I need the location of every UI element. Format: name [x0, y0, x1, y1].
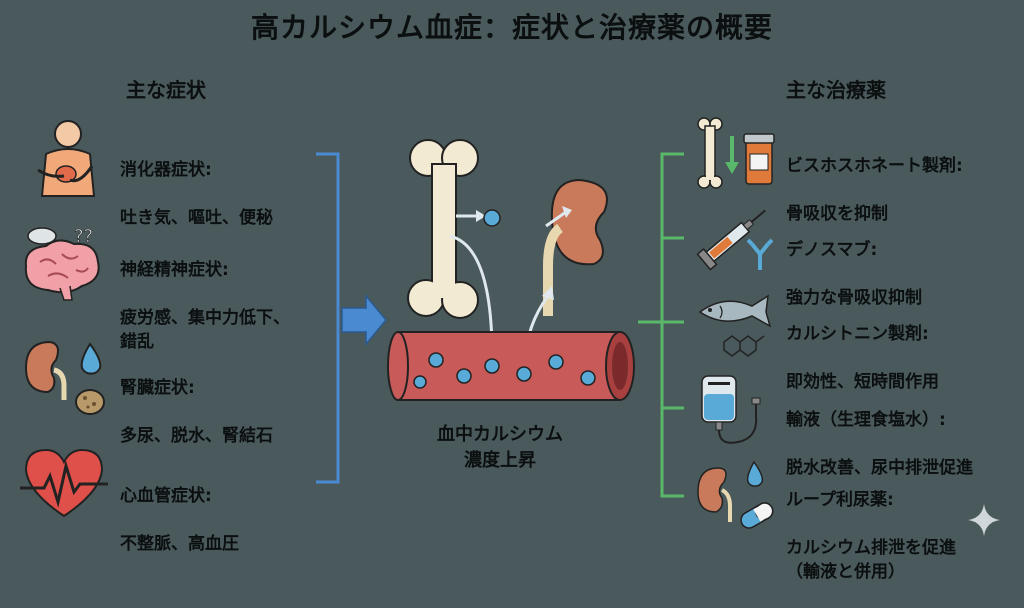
symptom-renal-title: 腎臓症状:: [120, 378, 195, 398]
symptom-cardio-title: 心血管症状:: [120, 486, 212, 506]
brain-icon: ??: [18, 222, 110, 302]
treatment-saline-title: 輸液（生理食塩水）:: [786, 410, 946, 430]
symptom-neuro-title: 神経精神症状:: [120, 260, 229, 280]
symptom-neuro-detail: 疲労感、集中力低下、 錯乱: [120, 308, 290, 352]
treatment-loop-diuretic-title: ループ利尿薬:: [786, 490, 894, 510]
center-label-line1: 血中カルシウム: [437, 424, 563, 445]
kidney-icon: [20, 338, 110, 418]
treatments-bracket: [636, 150, 688, 500]
symptoms-heading: 主な症状: [126, 78, 206, 102]
treatment-denosumab-title: デノスマブ:: [786, 240, 878, 260]
symptom-gi: 消化器症状: 吐き気、嘔吐、便秘: [120, 134, 273, 254]
symptom-gi-detail: 吐き気、嘔吐、便秘: [120, 208, 273, 228]
heart-icon: [18, 444, 110, 520]
iv-bag-icon: [694, 372, 778, 448]
treatment-denosumab: デノスマブ: 強力な骨吸収抑制: [786, 214, 922, 334]
svg-text:??: ??: [74, 226, 93, 247]
treatment-calcitonin-detail: 即効性、短時間作用: [786, 372, 939, 392]
kidney-graphic: [543, 178, 608, 316]
center-label: 血中カルシウム 濃度上昇: [380, 422, 620, 474]
symptom-neuro: 神経精神症状: 疲労感、集中力低下、 錯乱: [120, 234, 290, 378]
treatment-denosumab-detail: 強力な骨吸収抑制: [786, 288, 922, 308]
stomach-pain-icon: [20, 118, 110, 198]
symptom-gi-title: 消化器症状:: [120, 160, 212, 180]
treatment-calcitonin: カルシトニン製剤: 即効性、短時間作用: [786, 298, 939, 418]
treatments-heading: 主な治療薬: [786, 78, 886, 102]
symptoms-bracket: [312, 150, 392, 486]
syringe-antibody-icon: [694, 204, 778, 274]
treatment-bisphosphonate-title: ビスホスホネート製剤:: [786, 156, 963, 176]
symptom-cardio: 心血管症状: 不整脈、高血圧: [120, 460, 239, 580]
page-title: 高カルシウム血症：症状と治療薬の概要: [250, 11, 773, 44]
kidney-drop-pill-icon: [694, 460, 778, 536]
symptom-renal-detail: 多尿、脱水、腎結石: [120, 426, 273, 446]
treatment-bisphosphonate-detail: 骨吸収を抑制: [786, 204, 888, 224]
treatment-calcitonin-title: カルシトニン製剤:: [786, 324, 929, 344]
treatment-saline: 輸液（生理食塩水）: 脱水改善、尿中排泄促進: [786, 384, 973, 504]
treatment-bisphosphonate: ビスホスホネート製剤: 骨吸収を抑制: [786, 130, 963, 250]
symptom-renal: 腎臓症状: 多尿、脱水、腎結石: [120, 352, 273, 472]
bone-graphic: [407, 139, 479, 319]
fish-molecule-icon: [694, 292, 778, 362]
treatment-loop-diuretic-detail: カルシウム排泄を促進 （輸液と併用）: [786, 538, 956, 582]
bone-medicine-icon: [694, 116, 778, 192]
blood-vessel-graphic: [387, 331, 635, 401]
center-label-line2: 濃度上昇: [464, 450, 536, 471]
center-illustration: [380, 136, 650, 416]
treatment-loop-diuretic: ループ利尿薬: カルシウム排泄を促進 （輸液と併用）: [786, 464, 956, 608]
sparkle-icon: [966, 502, 1002, 538]
symptom-cardio-detail: 不整脈、高血圧: [120, 534, 239, 554]
treatment-saline-detail: 脱水改善、尿中排泄促進: [786, 458, 973, 478]
